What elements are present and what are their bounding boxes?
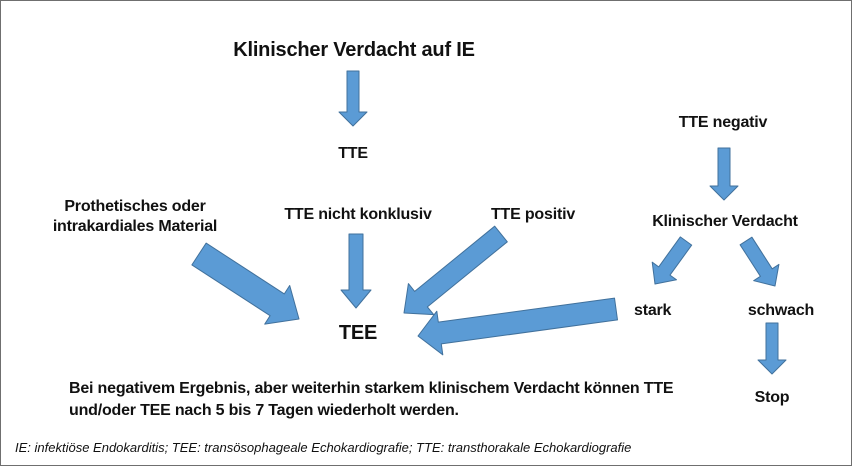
- node-clinical-suspicion-ie: Klinischer Verdacht auf IE: [233, 39, 475, 61]
- arrow-clinical-suspicion-to-strong: [651, 236, 693, 285]
- arrow-weak-to-stop: [757, 322, 787, 375]
- node-stop: Stop: [754, 389, 790, 406]
- arrow-inconclusive-to-tee: [340, 233, 372, 309]
- arrow-suspicion-to-tte: [338, 70, 368, 127]
- node-tte: TTE: [338, 145, 368, 162]
- node-weak: schwach: [747, 302, 815, 319]
- node-tte-inconclusive: TTE nicht konklusiv: [284, 206, 432, 223]
- flowchart-canvas: Klinischer Verdacht auf IE TTE Prothetis…: [0, 0, 852, 466]
- node-clinical-suspicion: Klinischer Verdacht: [652, 213, 798, 230]
- node-tee: TEE: [338, 322, 378, 344]
- node-prosthetic-material-line2: intrakardiales Material: [52, 218, 218, 235]
- node-tte-negative: TTE negativ: [678, 114, 768, 131]
- arrow-clinical-suspicion-to-weak: [739, 236, 780, 287]
- node-strong: stark: [634, 302, 672, 319]
- arrow-negative-to-clinical-suspicion: [709, 147, 739, 201]
- footnote-abbreviations: IE: infektiöse Endokarditis; TEE: transö…: [15, 440, 632, 455]
- arrow-layer: [191, 70, 787, 375]
- node-prosthetic-material-line1: Prothetisches oder: [64, 198, 206, 215]
- arrow-prosthetic-to-tee: [191, 242, 300, 325]
- arrow-strong-to-tee: [417, 297, 618, 356]
- arrow-positive-to-tee: [403, 225, 508, 316]
- note-line1: Bei negativem Ergebnis, aber weiterhin s…: [69, 380, 674, 397]
- note-line2: und/oder TEE nach 5 bis 7 Tagen wiederho…: [69, 402, 459, 419]
- node-tte-positive: TTE positiv: [490, 206, 576, 223]
